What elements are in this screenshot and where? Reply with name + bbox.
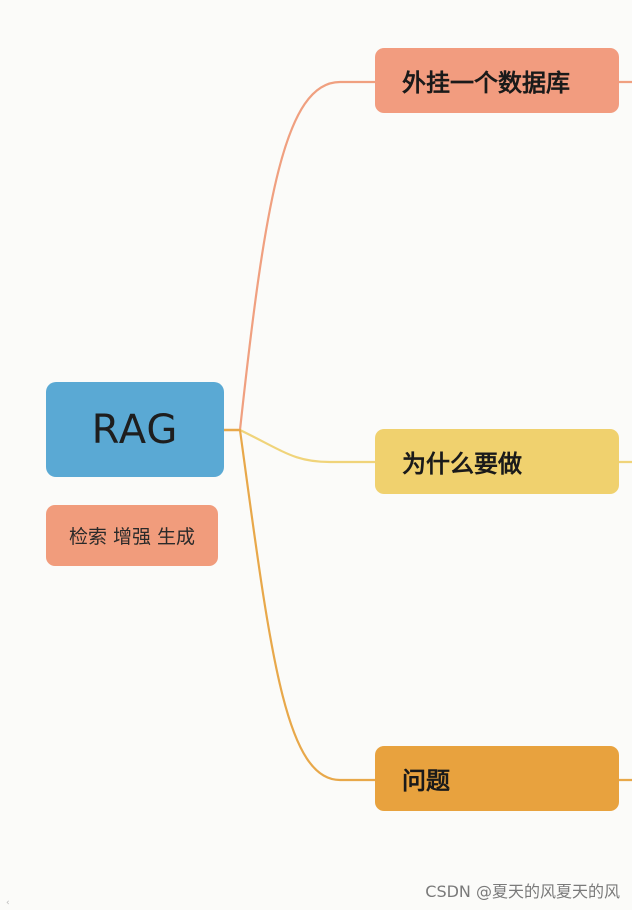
watermark-text: CSDN @夏天的风夏天的风 bbox=[425, 882, 620, 901]
root-node-label: RAG bbox=[91, 406, 179, 453]
branch-label-1: 外挂一个数据库 bbox=[402, 69, 570, 97]
branch-label-3: 问题 bbox=[402, 767, 450, 795]
branch-node-2[interactable]: 为什么要做 bbox=[375, 429, 619, 494]
branch-label-2: 为什么要做 bbox=[402, 450, 522, 478]
root-note-node[interactable]: 检索 增强 生成 bbox=[46, 505, 218, 566]
branch-node-1[interactable]: 外挂一个数据库 bbox=[375, 48, 619, 113]
branch-node-3[interactable]: 问题 bbox=[375, 746, 619, 811]
root-node[interactable]: RAG bbox=[46, 382, 224, 477]
connector-to-branch-3 bbox=[222, 428, 377, 782]
connector-to-branch-2 bbox=[222, 428, 377, 464]
chevron-left-icon[interactable]: ‹ bbox=[6, 898, 10, 908]
connector-to-branch-1 bbox=[222, 80, 377, 432]
root-note-label: 检索 增强 生成 bbox=[68, 526, 196, 548]
